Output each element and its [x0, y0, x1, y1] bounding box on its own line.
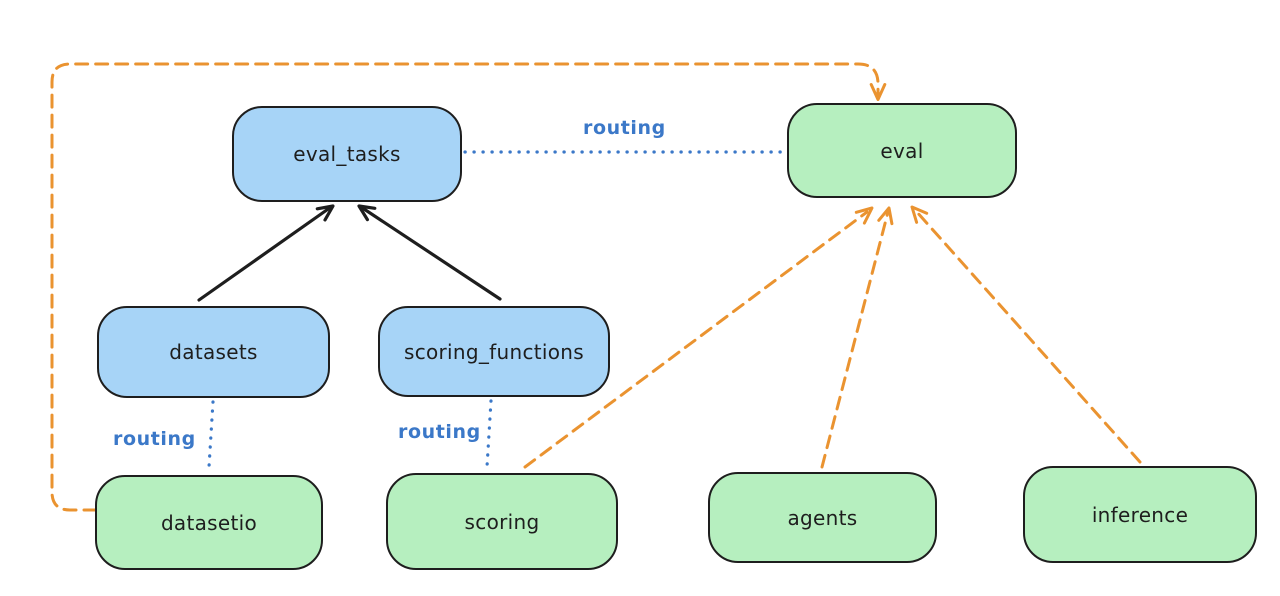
node-agents: agents: [708, 472, 937, 563]
node-datasetio-label: datasetio: [160, 510, 258, 535]
node-datasets: datasets: [97, 306, 330, 398]
edge-inference-to-eval-arrowhead: [910, 205, 929, 224]
edge-datasets-to-datasetio-routing: [207, 400, 215, 469]
node-agents-label: agents: [787, 505, 858, 530]
edge-agents-to-eval: [820, 210, 890, 469]
edge-scoring-to-eval: [523, 210, 869, 469]
node-eval-tasks: eval_tasks: [232, 106, 462, 202]
edge-scoring-functions-to-eval-tasks: [359, 205, 502, 301]
node-eval-label: eval: [880, 138, 924, 163]
node-scoring-functions: scoring_functions: [378, 306, 610, 397]
edge-datasetio-to-eval-arrowhead: [869, 83, 887, 101]
node-scoring: scoring: [386, 473, 618, 570]
routing-label-eval-tasks-eval: routing: [583, 117, 666, 139]
edge-scoring-functions-to-eval-tasks-arrowhead: [357, 204, 377, 222]
node-datasetio: datasetio: [95, 475, 323, 570]
node-inference-label: inference: [1091, 502, 1189, 527]
node-datasets-label: datasets: [169, 340, 258, 364]
edge-datasets-to-eval-tasks: [197, 205, 333, 302]
edge-scoring-functions-to-scoring-routing: [485, 399, 493, 469]
node-inference: inference: [1023, 466, 1257, 563]
edge-inference-to-eval: [914, 209, 1142, 464]
edge-scoring-to-eval-arrowhead: [854, 206, 874, 225]
edge-datasetio-to-eval: [50, 62, 880, 512]
routing-label-scoring-functions-scoring: routing: [398, 421, 481, 443]
edge-datasets-to-eval-tasks-arrowhead: [315, 204, 335, 222]
routing-label-datasets-datasetio: routing: [113, 428, 196, 450]
node-scoring-label: scoring: [464, 509, 540, 534]
edge-agents-to-eval-arrowhead: [877, 206, 894, 226]
node-scoring-functions-label: scoring_functions: [403, 339, 585, 364]
node-eval: eval: [787, 103, 1017, 198]
node-eval-tasks-label: eval_tasks: [293, 142, 401, 166]
